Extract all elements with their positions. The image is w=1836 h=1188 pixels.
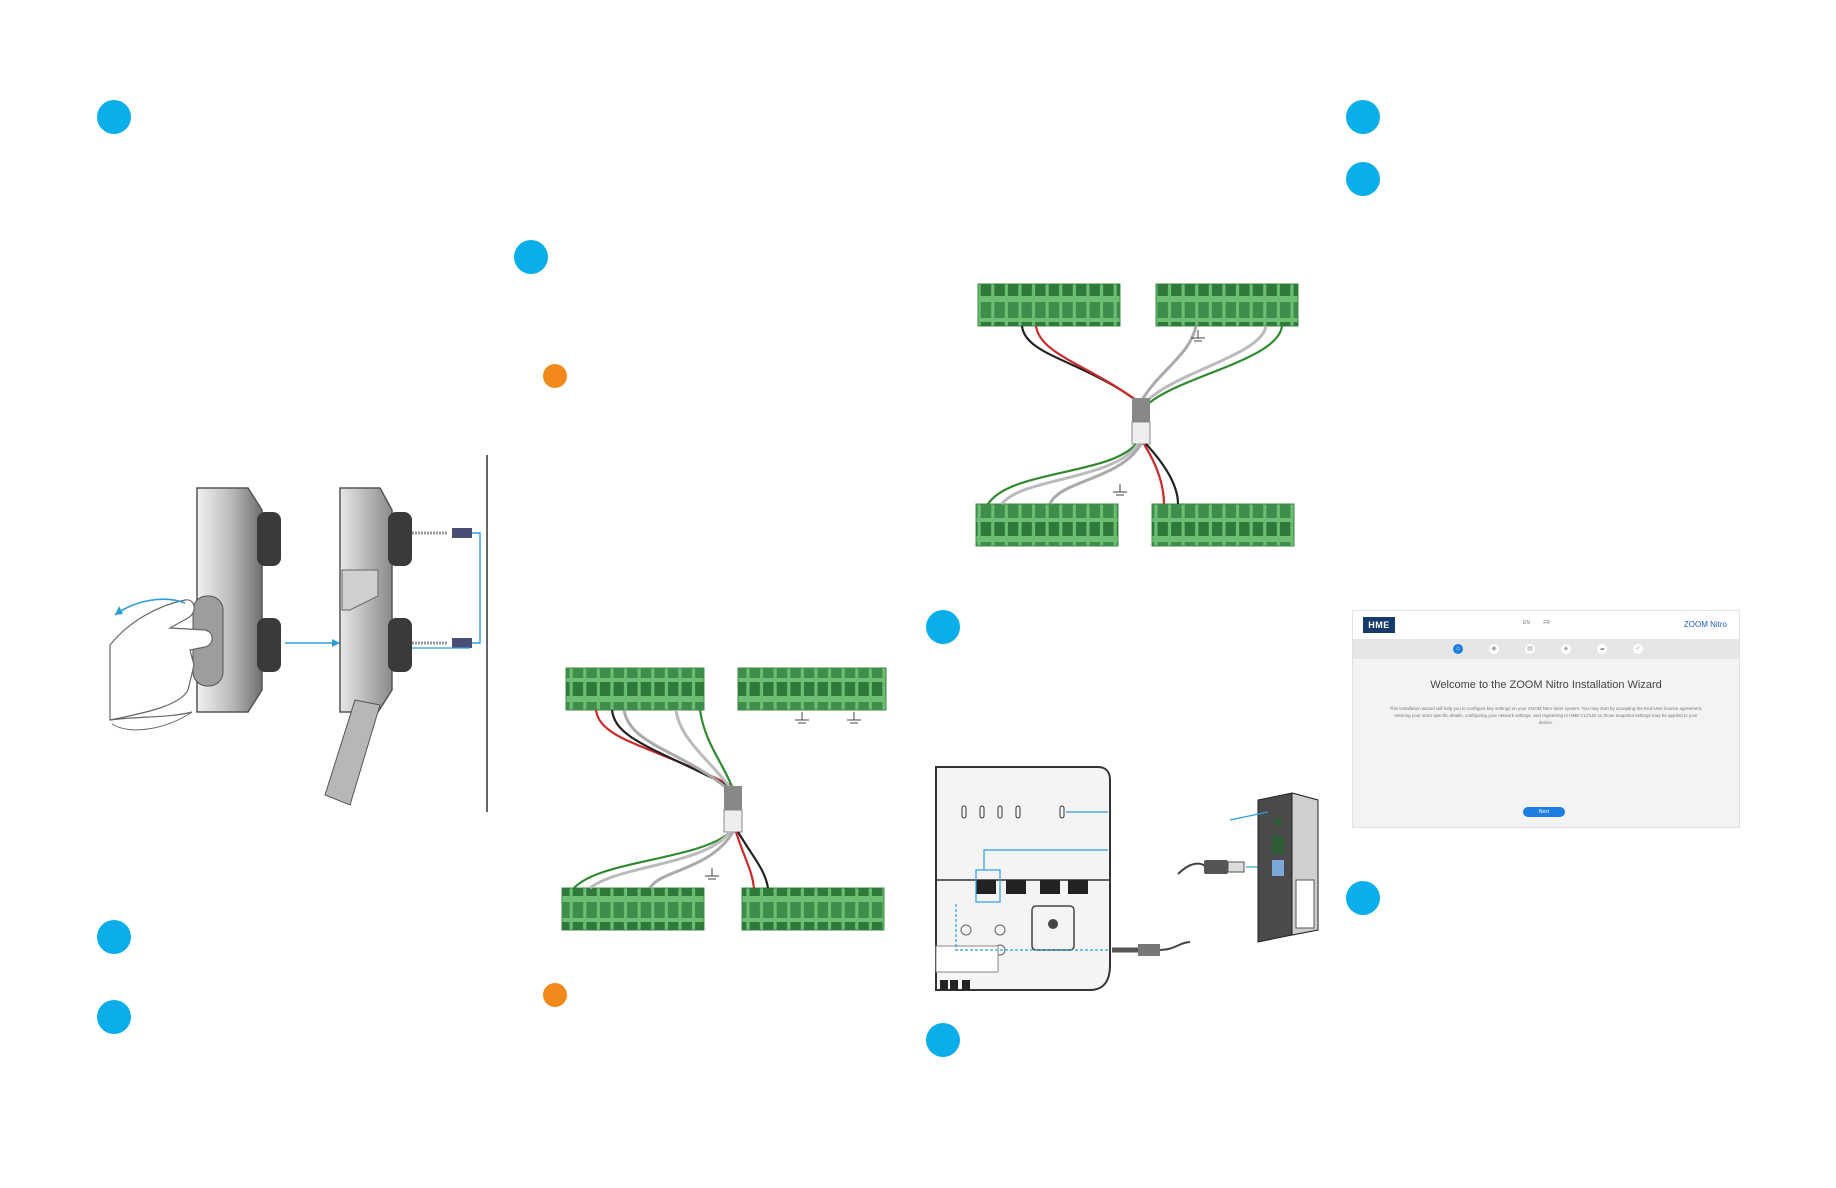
step-marker-9	[1346, 881, 1380, 915]
step-marker-6	[926, 1023, 960, 1057]
step-marker-5	[926, 610, 960, 644]
terminal-block	[975, 503, 1119, 547]
step-marker-2	[514, 240, 548, 274]
note-marker-1	[543, 364, 567, 388]
cloud-icon: ☁	[1597, 644, 1607, 654]
home-icon: ⌂	[1453, 644, 1463, 654]
wizard-steps: ⌂ ◉ ▤ ◈ ☁ ✓	[1353, 639, 1739, 659]
wizard-header: HME EN FR ZOOM Nitro	[1353, 611, 1739, 639]
installation-wizard-screenshot: HME EN FR ZOOM Nitro ⌂ ◉ ▤ ◈ ☁ ✓ Welcome…	[1352, 610, 1740, 828]
terminal-block	[561, 887, 705, 931]
step-marker-8	[1346, 162, 1380, 196]
network-icon: ◈	[1561, 644, 1571, 654]
hme-logo: HME	[1363, 617, 1395, 633]
eye-icon: ◉	[1489, 644, 1499, 654]
lang-en[interactable]: EN	[1523, 620, 1530, 626]
terminal-block	[1155, 283, 1299, 327]
lang-fr[interactable]: FR	[1543, 620, 1551, 626]
device-mount-illustration	[109, 455, 488, 812]
terminal-block	[977, 283, 1121, 327]
step-marker-4	[97, 1000, 131, 1034]
product-brand: ZOOM Nitro	[1683, 620, 1727, 629]
step-marker-1	[97, 100, 131, 134]
terminal-block	[1151, 503, 1295, 547]
wizard-title: Welcome to the ZOOM Nitro Installation W…	[1430, 679, 1662, 691]
screw-icon	[412, 638, 472, 648]
wiring-diagram-middle	[561, 667, 887, 931]
terminal-block	[741, 887, 885, 931]
note-marker-2	[543, 983, 567, 1007]
terminal-block	[565, 667, 705, 711]
next-button[interactable]: Next	[1523, 807, 1565, 817]
language-selector[interactable]: EN FR	[1523, 620, 1562, 626]
store-icon: ▤	[1525, 644, 1535, 654]
usb-connection-illustration	[935, 766, 1319, 991]
wizard-description: This installation wizard will help you t…	[1389, 706, 1703, 725]
step-marker-7	[1346, 100, 1380, 134]
terminal-block	[737, 667, 887, 711]
step-marker-3	[97, 920, 131, 954]
check-icon: ✓	[1633, 644, 1643, 654]
wiring-diagram-right	[975, 283, 1299, 547]
screw-icon	[412, 528, 472, 538]
